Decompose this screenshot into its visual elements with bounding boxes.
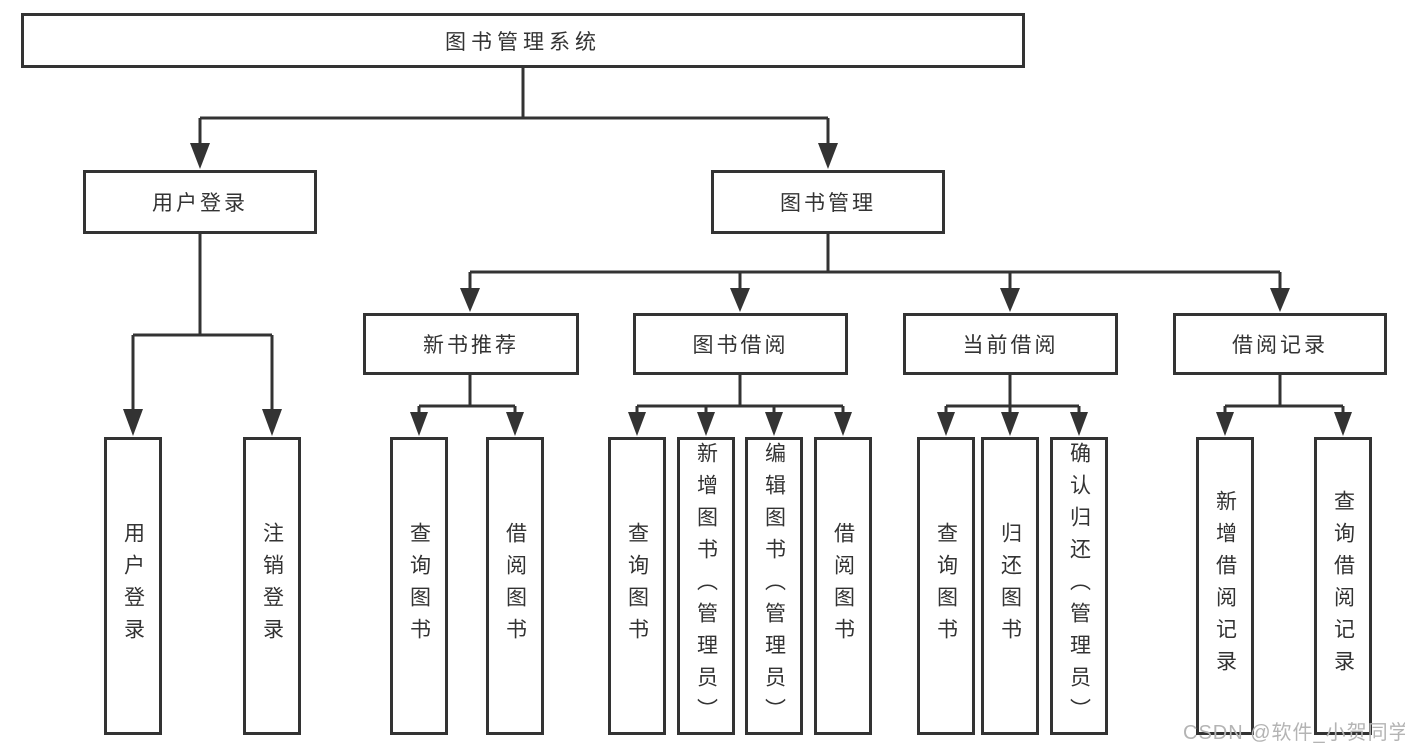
leaf-add-borrow-record: 新增借阅记录: [1196, 437, 1254, 735]
leaf-logout: 注销登录: [243, 437, 301, 735]
leaf-label: 查询图书: [407, 522, 431, 650]
node-borrow-record: 借阅记录: [1173, 313, 1387, 375]
node-current-borrow: 当前借阅: [903, 313, 1118, 375]
leaf-return-book: 归还图书: [981, 437, 1039, 735]
arrowheads: [123, 143, 1352, 436]
node-label: 图书借阅: [692, 334, 789, 357]
node-label: 图书管理: [780, 192, 876, 215]
leaf-add-book-admin: 新增图书（管理员）: [677, 437, 735, 735]
node-library-management-system: 图书管理系统: [21, 13, 1025, 68]
leaf-label: 借阅图书: [831, 522, 855, 650]
node-label: 当前借阅: [962, 334, 1059, 357]
node-label: 新书推荐: [423, 334, 519, 357]
leaf-label: 用户登录: [121, 522, 145, 650]
leaf-label: 编辑图书（管理员）: [762, 442, 786, 730]
node-user-login: 用户登录: [83, 170, 317, 234]
node-new-book-recommend: 新书推荐: [363, 313, 579, 375]
leaf-label: 确认归还（管理员）: [1067, 442, 1091, 730]
leaf-user-login: 用户登录: [104, 437, 162, 735]
leaf-borrow-book-newbook: 借阅图书: [486, 437, 544, 735]
leaf-edit-book-admin: 编辑图书（管理员）: [745, 437, 803, 735]
leaf-label: 查询图书: [934, 522, 958, 650]
node-label: 用户登录: [152, 192, 248, 215]
leaf-label: 新增借阅记录: [1213, 490, 1237, 682]
leaf-label: 归还图书: [998, 522, 1022, 650]
leaf-label: 借阅图书: [503, 522, 527, 650]
leaf-label: 查询借阅记录: [1331, 490, 1355, 682]
leaf-label: 注销登录: [260, 522, 284, 650]
leaf-query-book-current: 查询图书: [917, 437, 975, 735]
leaf-confirm-return-admin: 确认归还（管理员）: [1050, 437, 1108, 735]
leaf-borrow-book: 借阅图书: [814, 437, 872, 735]
leaf-query-book-newbook: 查询图书: [390, 437, 448, 735]
leaf-query-book-borrow: 查询图书: [608, 437, 666, 735]
csdn-watermark: CSDN @软件_小贺同学: [1183, 722, 1405, 744]
node-label: 图书管理系统: [445, 30, 601, 54]
leaf-label: 新增图书（管理员）: [694, 442, 718, 730]
node-book-borrow: 图书借阅: [633, 313, 848, 375]
node-book-management: 图书管理: [711, 170, 945, 234]
node-label: 借阅记录: [1232, 334, 1328, 357]
leaf-label: 查询图书: [625, 522, 649, 650]
leaf-query-borrow-record: 查询借阅记录: [1314, 437, 1372, 735]
